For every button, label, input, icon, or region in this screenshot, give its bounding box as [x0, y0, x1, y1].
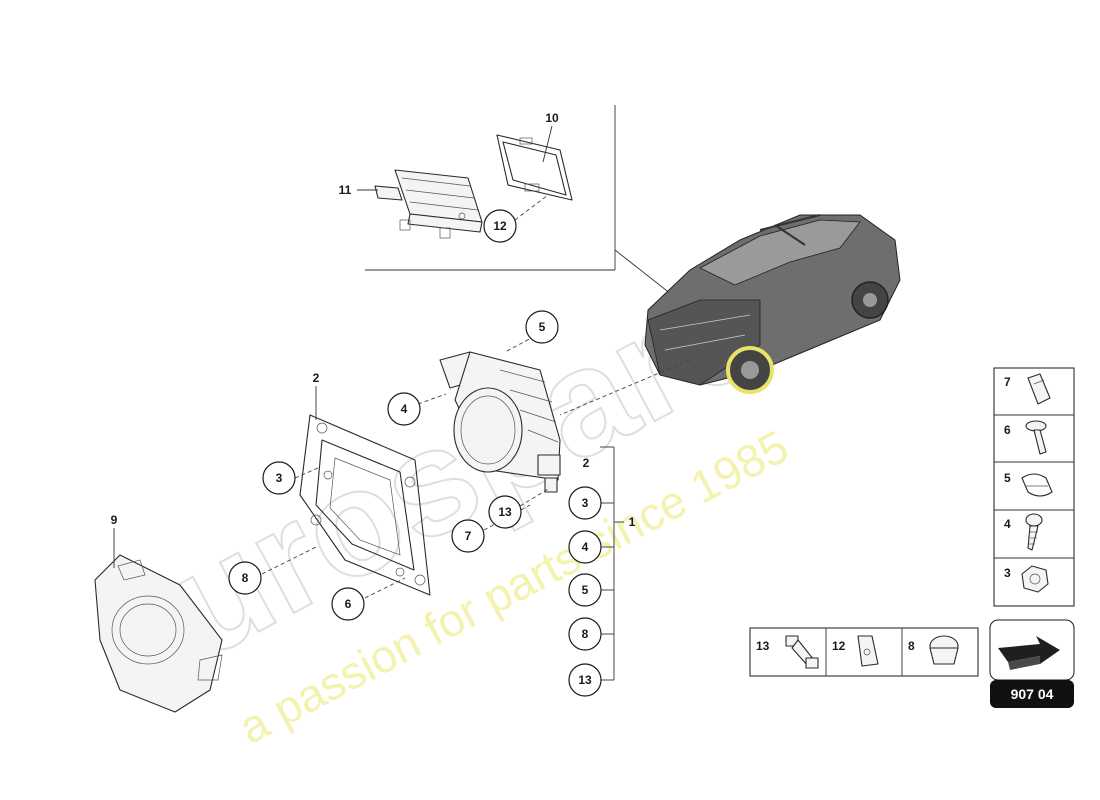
callout-bracket	[600, 446, 624, 681]
mounting-plate-part-2	[299, 414, 431, 596]
connector-icon	[785, 635, 819, 669]
callout-1: 1	[629, 515, 636, 529]
circle-callout-7: 7	[451, 519, 485, 553]
svg-text:5: 5	[539, 320, 546, 334]
svg-text:8: 8	[242, 571, 249, 585]
svg-text:4: 4	[401, 402, 408, 416]
cover-part-9	[94, 554, 223, 713]
clip-nut-icon	[1021, 473, 1053, 497]
clip-icon	[1027, 373, 1051, 405]
bracket-item-3: 3	[568, 486, 602, 520]
circle-callout-6: 6	[331, 587, 365, 621]
hex-nut-icon	[1021, 565, 1049, 593]
control-unit-part-11	[374, 169, 483, 239]
svg-text:6: 6	[345, 597, 352, 611]
bracket-item-4: 4	[568, 530, 602, 564]
spring-clip-icon	[857, 635, 879, 667]
circle-callout-5: 5	[525, 310, 559, 344]
grommet-icon	[929, 635, 959, 665]
callout-11: 11	[339, 183, 352, 197]
circle-callout-3: 3	[262, 461, 296, 495]
svg-text:5: 5	[582, 583, 589, 597]
page-badge: 907 04	[989, 619, 1075, 708]
radar-sensor-assembly	[439, 351, 561, 493]
hardware-legend-row: 13 12 8	[749, 627, 979, 677]
callout-10: 10	[545, 111, 559, 125]
arrow-icon	[998, 636, 1060, 670]
callout-9: 9	[111, 513, 118, 527]
bracket-item-5: 5	[568, 573, 602, 607]
legend-label-5: 5	[1004, 471, 1011, 485]
hardware-legend-column: 7 6 5 4 3	[993, 367, 1075, 607]
legend-label-7: 7	[1004, 375, 1011, 389]
bracket-item-8: 8	[568, 617, 602, 651]
circle-callout-12: 12	[483, 209, 517, 243]
legend-label-3: 3	[1004, 566, 1011, 580]
svg-text:8: 8	[582, 627, 589, 641]
tapping-screw-icon	[1025, 513, 1043, 551]
svg-text:3: 3	[276, 471, 283, 485]
svg-text:12: 12	[493, 219, 507, 233]
legend-label-12: 12	[832, 639, 846, 653]
svg-text:7: 7	[465, 529, 472, 543]
legend-label-8: 8	[908, 639, 915, 653]
legend-label-4: 4	[1004, 517, 1011, 531]
bracket-head-2: 2	[583, 456, 590, 470]
bracket-item-13: 13	[568, 663, 602, 697]
page-number: 907 04	[1011, 686, 1054, 702]
circle-callout-13: 13	[488, 495, 522, 529]
legend-label-6: 6	[1004, 423, 1011, 437]
svg-text:13: 13	[498, 505, 512, 519]
car-illustration	[644, 214, 901, 394]
svg-text:4: 4	[582, 540, 589, 554]
bracket-part-10	[496, 134, 573, 201]
circle-callout-4: 4	[387, 392, 421, 426]
svg-text:3: 3	[582, 496, 589, 510]
svg-text:13: 13	[578, 673, 592, 687]
callout-2: 2	[313, 371, 320, 385]
legend-label-13: 13	[756, 639, 770, 653]
circle-callout-8: 8	[228, 561, 262, 595]
screw-washer-icon	[1025, 420, 1047, 455]
